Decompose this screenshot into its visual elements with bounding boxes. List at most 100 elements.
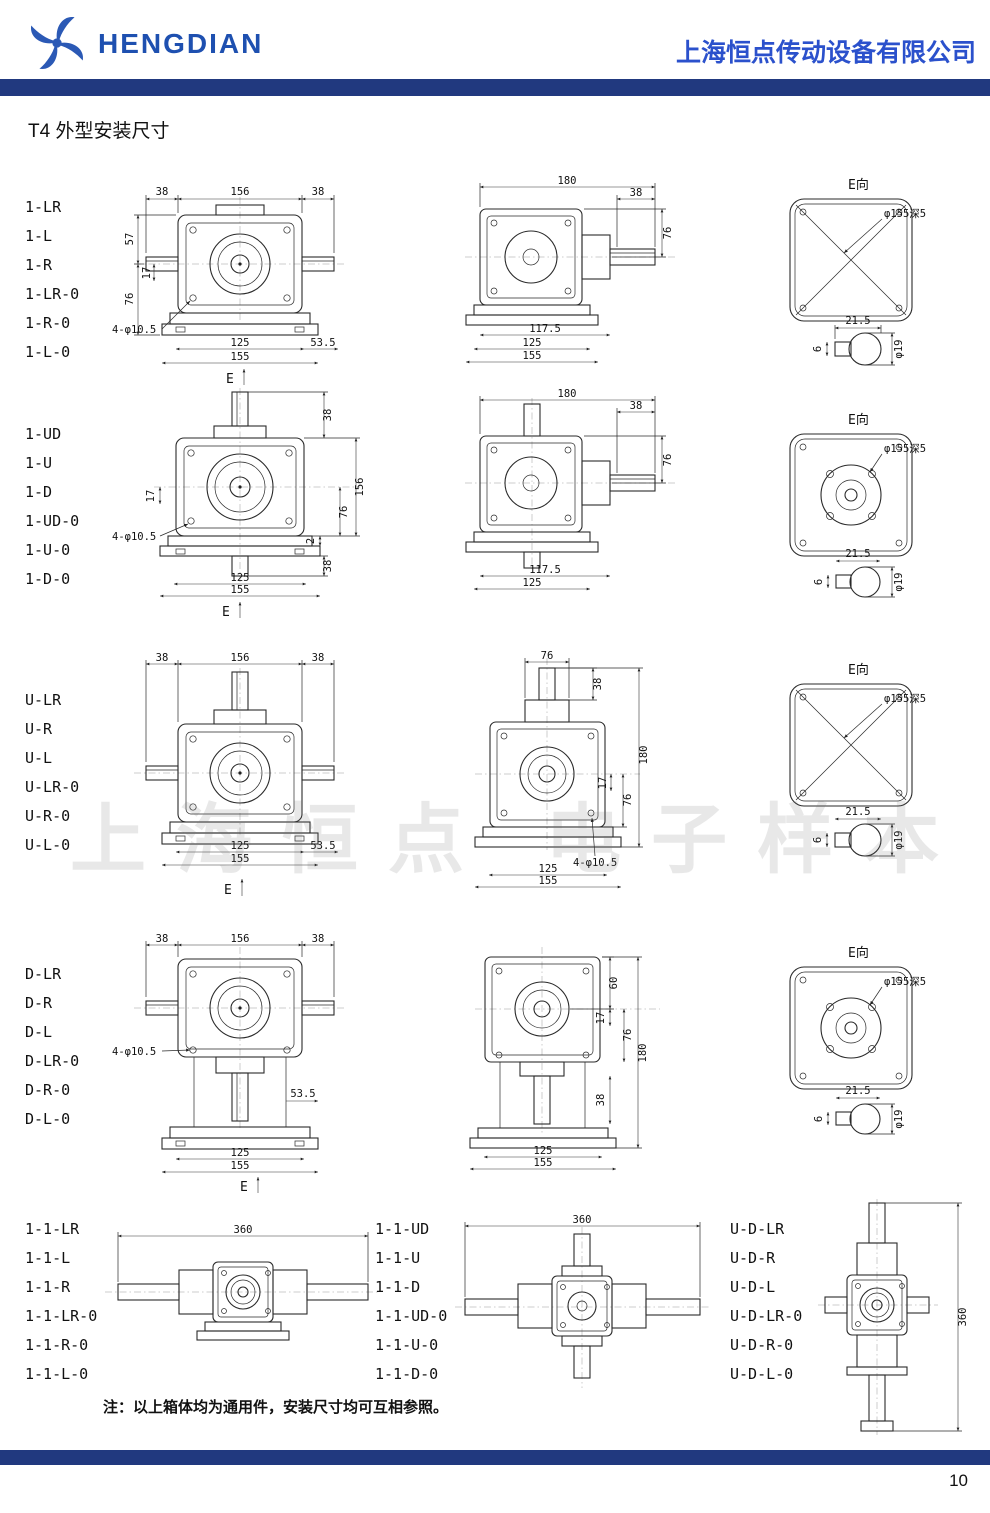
- dim-label: 155: [534, 1157, 553, 1169]
- model-label: U-R-0: [25, 807, 71, 825]
- model-label: 1-1-U-0: [375, 1336, 439, 1354]
- dim-label: 117.5: [529, 323, 561, 335]
- model-labels-2: 1-UD 1-U 1-D 1-UD-0 1-U-0 1-D-0: [25, 420, 79, 594]
- side-view-ulr: 76 38 17 76 180 4-φ10.5 125 155: [474, 650, 650, 889]
- footnote: 注：以上箱体均为通用件，安装尺寸均可互相参照。: [103, 1399, 449, 1416]
- shaft-key-detail: 21.5 6 φ19: [813, 1085, 905, 1135]
- model-label: U-D-R-0: [730, 1336, 794, 1354]
- view-direction-label: E: [222, 605, 230, 620]
- shaft-key-detail: 21.5 6 φ19: [812, 315, 905, 366]
- gearbox-body: [159, 391, 321, 577]
- model-label: 1-R-0: [25, 314, 71, 332]
- model-label: U-D-L: [730, 1278, 776, 1296]
- model-label: D-LR-0: [25, 1052, 80, 1070]
- dim-label: 76: [622, 1029, 634, 1042]
- footer-bar: [0, 1450, 990, 1465]
- dim-label: 6: [812, 346, 824, 352]
- page-title: T4 外型安装尺寸: [28, 121, 170, 142]
- dim-label: 125: [231, 840, 250, 852]
- hengdian-logo-icon: [31, 16, 83, 70]
- dim-label: 6: [813, 579, 825, 585]
- centerlines: [134, 668, 346, 835]
- e-view-1ud: E向 φ155深5 21.5 6 φ19: [789, 412, 926, 598]
- centerlines: [475, 658, 640, 850]
- model-label: U-R: [25, 720, 53, 738]
- drawing-row-3: U-LR U-R U-L U-LR-0 U-R-0 U-L-0: [0, 648, 990, 903]
- dim-label: 38: [592, 678, 604, 691]
- e-view-ulr: E向 φ155深5 21.5 6 φ19: [789, 662, 926, 857]
- dim-label: 180: [558, 175, 577, 187]
- dim-label: 180: [558, 388, 577, 400]
- centerlines: [455, 1227, 710, 1388]
- model-label: 1-D-0: [25, 570, 71, 588]
- dim-label: 360: [573, 1214, 592, 1226]
- dim-label: 6: [812, 837, 824, 843]
- hole-note-label: φ155深5: [884, 208, 926, 220]
- model-label: 1-LR: [25, 198, 62, 216]
- gearbox-body: [824, 1202, 930, 1432]
- dim-label: 156: [231, 933, 250, 945]
- model-label: 1-1-L: [25, 1249, 71, 1267]
- dim-label: 6: [813, 1116, 825, 1122]
- dim-label: φ19: [893, 340, 905, 359]
- model-label: U-L-0: [25, 836, 71, 854]
- dim-label: 125: [523, 337, 542, 349]
- model-label: D-L: [25, 1023, 53, 1041]
- model-labels-5a: 1-1-LR 1-1-L 1-1-R 1-1-LR-0 1-1-R-0 1-1-…: [25, 1215, 97, 1389]
- header-divider-bar: [0, 79, 990, 96]
- model-label: 1-1-UD: [375, 1220, 430, 1238]
- leader-line: [869, 453, 883, 473]
- dim-label: 125: [539, 863, 558, 875]
- dim-label: 38: [156, 933, 169, 945]
- model-label: D-L-0: [25, 1110, 71, 1128]
- dim-label: 76: [338, 506, 350, 519]
- side-view-1lr: 180 38 76 117.5 125 155: [465, 175, 675, 364]
- hole-note-label: φ155深5: [884, 693, 926, 705]
- hole-note-label: 4-φ10.5: [112, 1046, 156, 1058]
- dim-label: 156: [354, 478, 366, 497]
- leader-line: [869, 986, 883, 1006]
- dimensions: 360: [117, 1224, 369, 1282]
- back-face: [789, 433, 913, 557]
- dimensions: 360: [885, 1202, 969, 1432]
- dim-label: 38: [156, 652, 169, 664]
- dim-label: 38: [322, 560, 334, 573]
- view-title: E向: [848, 412, 869, 428]
- dim-label: φ19: [893, 573, 905, 592]
- model-label: 1-U-0: [25, 541, 71, 559]
- model-label: 1-1-LR: [25, 1220, 80, 1238]
- drawing-11ud: 360: [455, 1214, 710, 1388]
- leader-line: [843, 703, 883, 739]
- model-label: 1-L-0: [25, 343, 71, 361]
- dimensions: 180 38 76 117.5 125: [474, 388, 674, 591]
- drawing-row-5: 1-1-LR 1-1-L 1-1-R 1-1-LR-0 1-1-R-0 1-1-…: [0, 1199, 990, 1450]
- dim-label: 38: [630, 187, 643, 199]
- model-label: 1-LR-0: [25, 285, 80, 303]
- centerlines: [154, 388, 360, 582]
- dim-label: 155: [231, 351, 250, 363]
- dimensions: 38 156 38 125 53.5 155 E: [145, 652, 338, 898]
- dim-label: φ19: [893, 831, 905, 850]
- hole-note-label: 4-φ10.5: [573, 857, 617, 869]
- dim-label: 155: [231, 584, 250, 596]
- dim-label: 125: [231, 572, 250, 584]
- model-label: 1-U: [25, 454, 53, 472]
- dim-label: 76: [124, 293, 136, 306]
- model-labels-5b: 1-1-UD 1-1-U 1-1-D 1-1-UD-0 1-1-U-0 1-1-…: [375, 1215, 447, 1389]
- e-view-1lr: E向 φ155深5 21.5 6 φ19: [789, 177, 926, 366]
- dimensions: 360: [464, 1214, 701, 1297]
- drawing-11lr: 360: [105, 1224, 380, 1341]
- dim-label: 38: [322, 409, 334, 422]
- front-view-1ud: 17 38 156 76 2 38 125 155 4-φ10.5: [112, 388, 366, 620]
- back-face: [789, 683, 913, 807]
- dim-label: 57: [124, 233, 136, 246]
- dim-label: 60: [608, 977, 620, 990]
- dim-label: 156: [231, 652, 250, 664]
- model-label: U-D-LR-0: [730, 1307, 803, 1325]
- dim-label: 155: [523, 350, 542, 362]
- dim-label: 38: [312, 652, 325, 664]
- dim-label: 76: [662, 454, 674, 467]
- gearbox-body: [464, 1233, 701, 1379]
- drawing-udlr: 360: [818, 1199, 969, 1435]
- view-title: E向: [848, 662, 869, 678]
